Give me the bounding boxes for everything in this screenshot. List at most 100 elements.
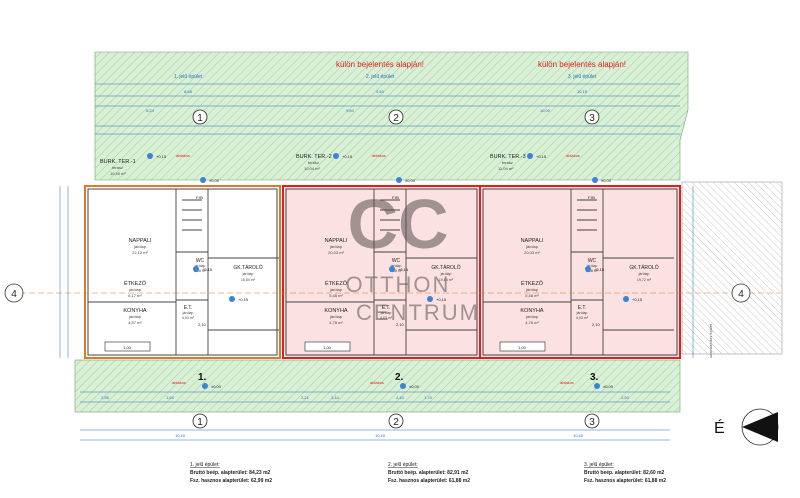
bottom-dim: 2,50 [621, 395, 630, 400]
summary-gross: Bruttó beép. alapterület: 84,23 m2 [190, 470, 271, 476]
bottom-dim: 2,56 [101, 395, 110, 400]
section-mark-top-2: 2 [388, 109, 404, 125]
room-living-area: 22,12 m² [132, 250, 148, 255]
unit-2-rooms: NAPPALI járólap 20,03 m² WC járólap 1,68… [324, 238, 460, 325]
unit-2-building [282, 185, 481, 359]
top-sub-2: 9,60 [346, 108, 355, 113]
room-kitchen-name: KONYHA [520, 308, 544, 314]
room-storage-name: GK.TÁROLÓ [629, 264, 658, 271]
svg-text:2: 2 [393, 417, 399, 428]
north-arrow-icon: É [714, 408, 779, 446]
room-wc-floor: járólap [194, 264, 206, 268]
room-storage-floor: járólap [440, 272, 452, 276]
room-dining-area: 5,48 m² [525, 293, 539, 298]
room-storage-area: 19,72 m² [637, 278, 652, 282]
room-kitchen-floor: járólap [128, 314, 142, 319]
level-mark-text: +0,15 [594, 267, 605, 272]
bottom-total-2: 10,40 [375, 433, 386, 438]
level-marks-rear: ±0,00 ±0,00 ±0,00 ±0,00 ±0,00 ±0,00 [200, 177, 614, 389]
room-kitchen-floor: járólap [329, 314, 343, 319]
room-hall-name: E.T. [578, 305, 587, 311]
section-mark-top-1: 1 [192, 109, 208, 125]
unit-1-title: 1. jelű épület [174, 74, 203, 80]
room-dining-name: ÉTKEZŐ [124, 280, 147, 287]
level-mark-icon [229, 296, 235, 302]
level-mark-icon [193, 266, 199, 272]
summary-unit-2: 2. jelű épület: Bruttó beép. alapterület… [388, 462, 470, 484]
window-note-1: ablakos [176, 153, 190, 158]
room-storage-area: 15,64 m² [241, 278, 256, 282]
door-label-3: F.fB [588, 195, 595, 200]
kitchen-unit-2: 1,00 [304, 341, 351, 352]
room-hall-area: 4,03 m² [380, 316, 393, 320]
summary-gross: Bruttó beép. alapterület: 82,91 m2 [388, 470, 469, 476]
axis-left-bubble [4, 283, 24, 303]
room-hall-name: E.T. [184, 305, 193, 311]
level-mark-icon [147, 153, 153, 159]
terrace-1-level: +0,15 [156, 154, 167, 159]
level-mark-icon [623, 296, 629, 302]
terrace-2-sub: terasz [308, 160, 319, 165]
entrance-marker-2: 2. [395, 372, 404, 383]
svg-text:1: 1 [197, 113, 203, 124]
level-marks-interior: +0,15 +0,15 +0,15 +0,15 +0,15 +0,15 [193, 266, 643, 302]
room-kitchen-floor: járólap [525, 314, 539, 319]
summary-unit-3: 3. jelű épület: Bruttó beép. alapterület… [584, 462, 666, 484]
unit-3-rooms: NAPPALI járólap 20,03 m² WC járólap 1,68… [520, 238, 658, 325]
rear-garden-area [74, 359, 681, 413]
axis-left-label: 4 [11, 289, 17, 300]
notice-unit-3: külön bejelentés alapján! [538, 60, 626, 69]
level-mark-icon [400, 383, 406, 389]
section-mark-top-3: 3 [584, 109, 600, 125]
hall-dim-2: 2,10 [396, 322, 405, 327]
room-living-area: 20,03 m² [328, 250, 344, 255]
neighbor-building [681, 181, 783, 355]
room-hall-floor: járólap [576, 311, 588, 315]
notice-unit-2: külön bejelentés alapján! [336, 60, 424, 69]
bottom-dim: 3,44 [331, 395, 340, 400]
room-wc-area: 1,68 m² [390, 269, 403, 273]
bottom-dim: 1,64 [166, 395, 175, 400]
unit-3-building [479, 185, 681, 359]
room-living-floor: járólap [133, 244, 147, 249]
summary-unit-1: 1. jelű épület: Bruttó beép. alapterület… [190, 462, 272, 484]
summary-net: Fsz. hasznos alapterület: 62,99 m2 [190, 478, 272, 484]
terrace-3: BURK. TER.-3 terasz 11,04 m² +0,15 [490, 153, 547, 171]
entrance-marker-1: 1. [198, 372, 207, 383]
window-note-2: ablakos [372, 153, 386, 158]
terrace-1-area: 10,40 m² [110, 171, 126, 176]
level-mark-icon [396, 177, 402, 183]
terrace-2-level: +0,15 [342, 154, 353, 159]
level-mark-text: +0,15 [632, 297, 643, 302]
room-living-floor: járólap [525, 244, 539, 249]
watermark-mark: CC [347, 185, 448, 263]
unit-3-title: 3. jelű épület [568, 74, 597, 80]
room-wc-name: WC [392, 258, 401, 264]
door-label-1: F.fB [196, 195, 203, 200]
kitchen-unit-1: 1,00 [104, 341, 151, 352]
level-mark-text: ±0,00 [211, 384, 222, 389]
room-dining-floor: járólap [128, 287, 142, 292]
window-note-rear-3: ablakos [560, 380, 574, 385]
room-kitchen-name: KONYHA [324, 308, 348, 314]
window-note-rear-1: ablakos [172, 380, 186, 385]
summary-title: 1. jelű épület: [190, 462, 220, 468]
terrace-1: BURK. TER.-1 terasz 10,40 m² +0,15 [100, 153, 167, 176]
watermark-line1: OTTHON [346, 272, 451, 297]
section-mark-bottom-3: 3 [584, 413, 600, 429]
level-mark-icon [200, 177, 206, 183]
neighbor-note: szomszédos épület [708, 323, 713, 358]
bottom-dim: 2,40 [396, 395, 405, 400]
terrace-1-sub: terasz [112, 165, 123, 170]
terrace-3-sub: terasz [502, 160, 513, 165]
unit-1-rooms: NAPPALI járólap 22,12 m² WC járólap 1,68… [123, 238, 262, 325]
level-mark-icon [202, 383, 208, 389]
top-total-3: 10,15 [577, 89, 588, 94]
watermark-logo: CC OTTHON CENTRUM [346, 185, 478, 325]
room-kitchen-name: KONYHA [123, 308, 147, 314]
top-total-1: 8,88 [184, 89, 193, 94]
room-dining-floor: járólap [525, 287, 539, 292]
room-dining-name: ÉTKEZŐ [325, 280, 348, 287]
axis-right-bubble [731, 283, 751, 303]
